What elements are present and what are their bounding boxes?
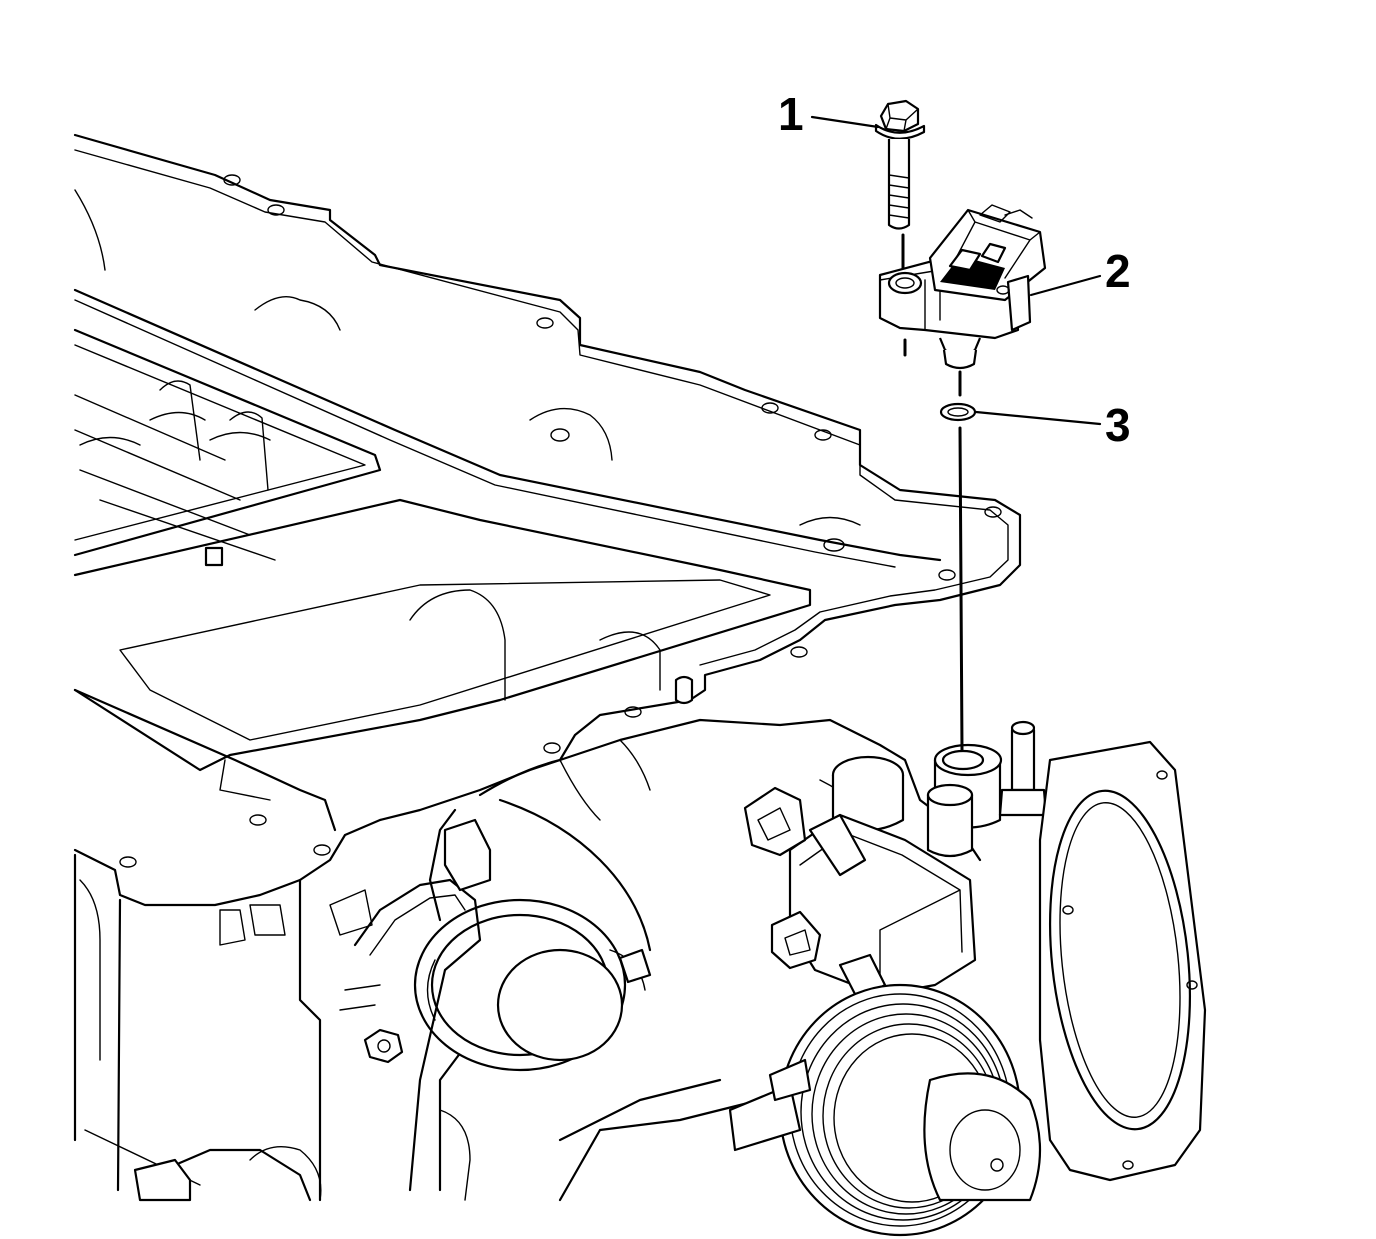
leader-line-3: [974, 410, 1102, 426]
inlet-housing: [249, 718, 982, 1202]
callout-label-2: 2: [1105, 245, 1131, 297]
throttle-body-flange: [1038, 740, 1207, 1182]
intake-manifold: [73, 133, 1022, 907]
engine-lower-block: [73, 853, 472, 1202]
callout-2: 2: [1029, 245, 1131, 297]
leader-line-2: [1029, 274, 1102, 297]
callout-label-3: 3: [1105, 399, 1131, 451]
pulley: [728, 983, 1042, 1237]
bolt-part: [874, 99, 926, 357]
callout-1: 1: [778, 88, 880, 140]
port-fittings: [831, 720, 1048, 858]
callout-label-1: 1: [778, 88, 804, 140]
leader-line-1: [810, 115, 880, 129]
seal-part: [939, 402, 977, 752]
sensor-part: [878, 204, 1047, 397]
callout-3: 3: [974, 399, 1131, 451]
